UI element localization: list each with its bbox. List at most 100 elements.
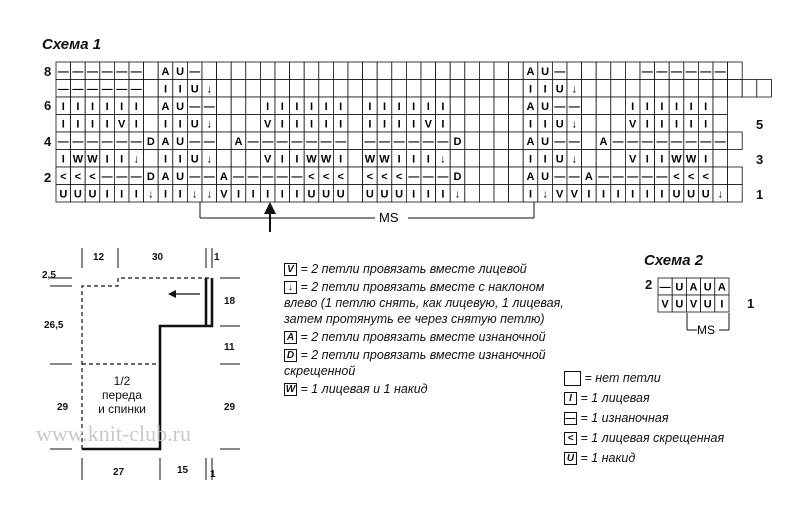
grid-cell-symbol: — <box>364 136 375 148</box>
grid-cell-symbol: — <box>189 66 200 78</box>
grid-cell-symbol: I <box>675 118 678 130</box>
grid-cell <box>318 61 334 80</box>
grid-cell <box>464 131 480 150</box>
grid-cell-symbol: — <box>189 171 200 183</box>
grid-cell <box>216 149 232 168</box>
grid-cell <box>405 79 422 98</box>
grid-cell <box>741 79 758 98</box>
grid-cell <box>727 166 743 185</box>
legend-item: A = 2 петли провязать вместе изнаночной <box>284 329 564 345</box>
grid-cell-symbol: V <box>264 118 272 130</box>
grid-cell <box>318 79 334 98</box>
grid-cell-symbol: — <box>291 171 302 183</box>
grid-cell-symbol: I <box>135 188 138 200</box>
grid-cell-symbol: I <box>281 188 284 200</box>
grid-cell-symbol: A <box>527 66 535 78</box>
grid-cell-symbol: — <box>598 171 609 183</box>
grid-cell-symbol: W <box>321 153 332 165</box>
no-stitch-icon <box>564 371 581 387</box>
dim-label: 26,5 <box>44 320 64 331</box>
grid-cell <box>508 61 524 80</box>
grid-cell <box>712 79 729 98</box>
grid-cell-symbol: W <box>73 153 84 165</box>
grid-cell-symbol: U <box>704 282 712 294</box>
grid-cell-symbol: A <box>527 101 535 113</box>
grid-cell-symbol: — <box>262 171 273 183</box>
grid-cell-symbol: — <box>116 66 127 78</box>
dim-label: 1 <box>210 469 216 480</box>
grid-cell <box>493 166 510 185</box>
grid-cell-symbol: — <box>715 136 726 148</box>
grid-cell-symbol: I <box>427 188 430 200</box>
knit-and-yarn-over-icon: W <box>284 383 297 397</box>
grid-cell-symbol: D <box>147 136 155 148</box>
legend-item: I = 1 лицевая <box>564 391 724 411</box>
grid-cell-symbol: — <box>408 136 419 148</box>
grid-cell-symbol: ↓ <box>572 118 578 130</box>
legend-item: D = 2 петли провязать вместе изнаночной … <box>284 348 546 378</box>
grid-cell <box>216 114 232 133</box>
piece-label-fraction: 1/2 <box>113 374 131 388</box>
grid-cell <box>478 131 495 150</box>
row-number: 5 <box>756 117 764 132</box>
grid-cell <box>216 61 232 80</box>
grid-cell-symbol: — <box>627 136 638 148</box>
grid-cell <box>581 131 597 150</box>
grid-cell-symbol: I <box>631 188 634 200</box>
grid-cell <box>478 166 495 185</box>
grid-cell <box>668 79 685 98</box>
grid-cell-symbol: — <box>131 136 142 148</box>
grid-cell <box>245 149 261 168</box>
grid-cell-symbol: V <box>629 153 637 165</box>
grid-cell-symbol: — <box>102 171 113 183</box>
grid-cell <box>508 79 524 98</box>
grid-cell-symbol: I <box>704 101 707 113</box>
grid-cell-symbol: A <box>585 171 593 183</box>
grid-cell-symbol: — <box>642 136 653 148</box>
grid-cell-symbol: — <box>554 136 565 148</box>
grid-cell <box>508 114 524 133</box>
grid-cell-symbol: < <box>702 171 708 183</box>
legend-item: — = 1 изнаночная <box>564 411 669 426</box>
grid-cell <box>478 114 495 133</box>
grid-cell-symbol: < <box>673 171 679 183</box>
grid-cell-symbol: < <box>688 171 694 183</box>
grid-cell-symbol: — <box>102 136 113 148</box>
grid-cell-symbol: W <box>379 153 390 165</box>
grid-cell <box>289 61 305 80</box>
grid-cell-symbol: — <box>686 136 697 148</box>
grid-cell <box>595 79 612 98</box>
grid-cell-symbol: V <box>220 188 228 200</box>
grid-cell <box>595 96 612 115</box>
grid-cell <box>449 61 466 80</box>
grid-cell-symbol: — <box>72 66 83 78</box>
grid-cell-symbol: V <box>425 118 433 130</box>
grid-cell-symbol: U <box>395 188 403 200</box>
grid-cell-symbol: V <box>118 118 126 130</box>
row-number: 1 <box>747 296 755 311</box>
grid-cell-symbol: I <box>646 153 649 165</box>
grid-cell-symbol: — <box>554 171 565 183</box>
legend-item: W = 1 лицевая и 1 накид <box>284 382 428 397</box>
grid-cell-symbol: I <box>368 101 371 113</box>
grid-cell-symbol: U <box>191 153 199 165</box>
grid-cell <box>464 79 480 98</box>
grid-cell <box>289 79 305 98</box>
grid-cell-symbol: I <box>383 118 386 130</box>
grid-cell <box>449 149 466 168</box>
grid-cell-symbol: I <box>62 118 65 130</box>
grid-cell <box>347 79 364 98</box>
purl-icon: — <box>564 412 577 426</box>
grid-cell-symbol: U <box>176 171 184 183</box>
grid-cell-symbol: I <box>266 188 269 200</box>
ms2-label: MS <box>697 323 715 337</box>
grid-cell-symbol: — <box>700 66 711 78</box>
piece-label-line3: и спинки <box>98 402 146 416</box>
grid-cell-symbol: — <box>204 101 215 113</box>
grid-cell-symbol: U <box>541 66 549 78</box>
grid-cell <box>712 114 729 133</box>
row-number: 4 <box>44 134 52 149</box>
grid-cell-symbol: I <box>164 118 167 130</box>
grid-cell-symbol: V <box>661 299 669 311</box>
